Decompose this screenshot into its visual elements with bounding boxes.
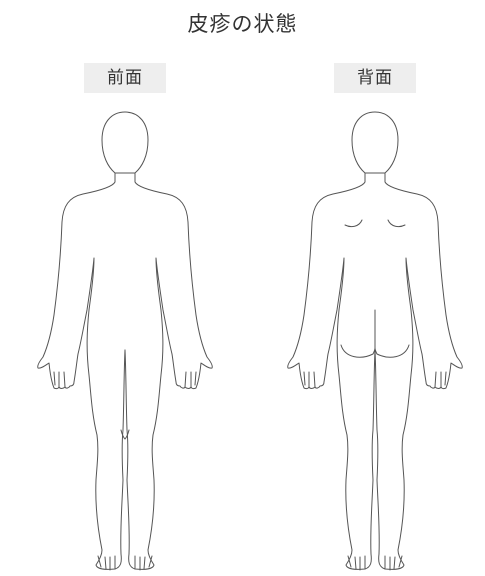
front-head: [102, 112, 148, 173]
back-head: [352, 112, 398, 173]
front-view-label: 前面: [84, 63, 166, 93]
back-view-label: 背面: [334, 63, 416, 93]
front-body-outline: [35, 110, 215, 572]
back-body-silhouette: [288, 173, 463, 569]
front-body-silhouette: [38, 173, 213, 569]
back-details: [304, 220, 446, 570]
page-title: 皮疹の状態: [0, 10, 485, 38]
back-body-figure[interactable]: [285, 110, 465, 572]
front-details: [54, 372, 196, 570]
back-body-outline: [285, 110, 465, 572]
front-body-figure[interactable]: [35, 110, 215, 572]
